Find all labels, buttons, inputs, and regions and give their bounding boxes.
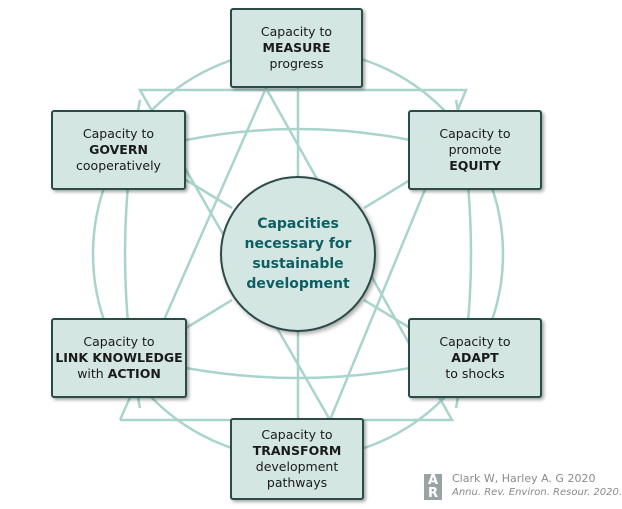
node-adapt-line-3: to shocks — [445, 366, 505, 381]
spoke-lower-left — [185, 298, 233, 330]
node-adapt-keyword: ADAPT — [451, 350, 499, 365]
node-govern: Capacity to GOVERN cooperatively — [51, 110, 186, 190]
node-adapt: Capacity to ADAPT to shocks — [408, 318, 542, 398]
node-measure-keyword: MEASURE — [262, 40, 331, 55]
node-transform-line-3: development — [255, 459, 339, 474]
node-measure: Capacity to MEASURE progress — [230, 8, 363, 88]
node-link-keyword: LINK KNOWLEDGE — [55, 350, 183, 365]
logo-letter-r: R — [427, 486, 438, 501]
node-transform-keyword: TRANSFORM — [252, 443, 342, 458]
credit-block: A R Clark W, Harley A. G 2020 Annu. Rev.… — [424, 472, 622, 502]
node-link-line-3: with ACTION — [77, 366, 161, 382]
node-govern-keyword: GOVERN — [89, 142, 148, 157]
node-equity-line-2: promote — [448, 142, 502, 157]
center-line-4: development — [246, 276, 350, 292]
node-govern-line-1: Capacity to — [82, 126, 155, 141]
node-link-action-keyword: ACTION — [107, 366, 161, 381]
center-circle: Capacities necessary for sustainable dev… — [220, 176, 376, 332]
node-link-line-1: Capacity to — [83, 334, 155, 349]
annual-reviews-logo: A R — [424, 474, 442, 500]
credit-journal: Annu. Rev. Environ. Resour. 2020. — [452, 487, 622, 498]
node-equity: Capacity to promote EQUITY — [408, 110, 542, 190]
node-equity-keyword: EQUITY — [449, 158, 501, 173]
node-govern-line-3: cooperatively — [76, 158, 161, 173]
node-measure-line-3: progress — [269, 56, 324, 71]
spoke-upper-right — [363, 178, 411, 210]
node-link-line-3-text: with — [77, 366, 108, 381]
node-equity-line-1: Capacity to — [439, 126, 511, 141]
node-link-knowledge: Capacity to LINK KNOWLEDGE with ACTION — [51, 318, 187, 398]
node-measure-line-1: Capacity to — [260, 24, 333, 39]
node-adapt-line-1: Capacity to — [439, 334, 511, 349]
node-transform-line-1: Capacity to — [261, 427, 333, 442]
center-line-3: sustainable — [252, 256, 344, 272]
center-line-1: Capacities — [257, 216, 339, 232]
node-transform: Capacity to TRANSFORM development pathwa… — [230, 418, 364, 500]
spoke-lower-right — [363, 298, 411, 330]
credit-citation: Clark W, Harley A. G 2020 — [452, 472, 596, 485]
logo-letter-a: A — [427, 473, 439, 488]
spoke-upper-left — [185, 178, 233, 210]
center-line-2: necessary for — [244, 236, 352, 252]
node-transform-line-4: pathways — [266, 475, 328, 490]
